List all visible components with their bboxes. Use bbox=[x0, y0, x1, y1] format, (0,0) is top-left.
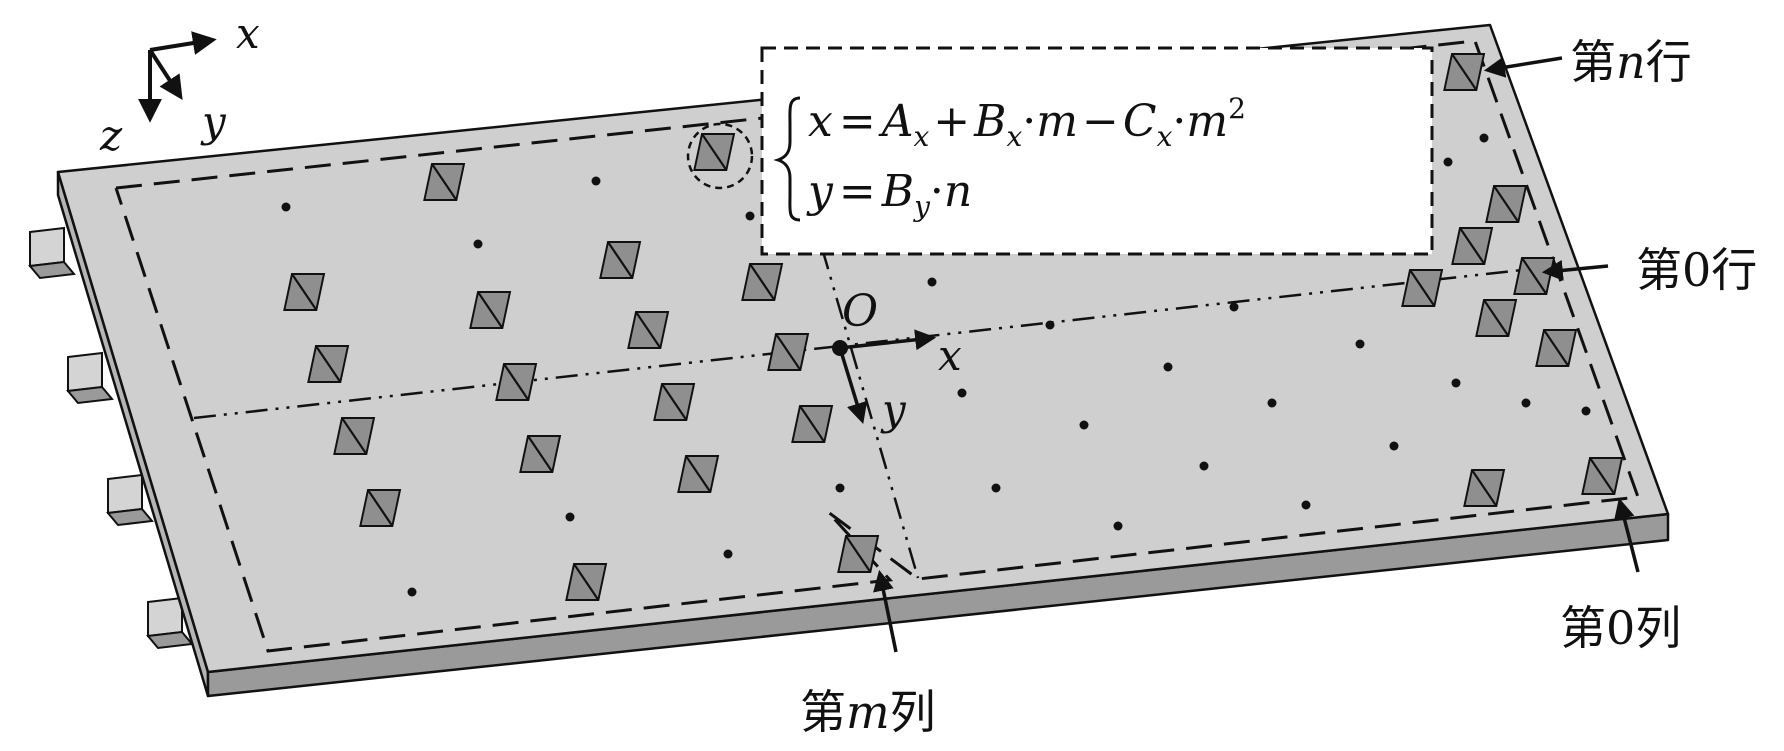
cell-marker bbox=[677, 455, 720, 493]
col-m-arrow bbox=[873, 569, 898, 653]
cell-marker bbox=[1581, 457, 1624, 495]
equation-box: x=Ax+Bx·m−Cx·m2 y=By·n bbox=[760, 46, 1434, 256]
origin-point bbox=[832, 340, 848, 356]
cell-marker bbox=[1535, 329, 1578, 367]
cell-marker bbox=[693, 133, 736, 171]
row-0-label: 第0行 bbox=[1636, 243, 1757, 297]
row-n-label: 第n行 bbox=[1570, 35, 1692, 89]
triad-y-label: y bbox=[200, 97, 227, 146]
x-centerline bbox=[193, 266, 1541, 420]
origin-axes bbox=[838, 329, 937, 425]
cell-marker bbox=[519, 435, 562, 473]
cell-marker bbox=[1463, 469, 1506, 507]
cell-markers bbox=[283, 53, 1624, 601]
cell-marker bbox=[791, 405, 834, 443]
equation-line-2: y=By·n bbox=[806, 166, 972, 223]
cell-marker bbox=[1513, 257, 1556, 295]
cell-marker bbox=[307, 345, 350, 383]
cell-marker bbox=[1443, 53, 1486, 91]
cell-marker bbox=[469, 291, 512, 329]
side-tab bbox=[66, 351, 114, 405]
origin-y-label: y bbox=[880, 385, 907, 434]
curly-brace bbox=[773, 96, 801, 222]
cell-marker bbox=[333, 417, 376, 455]
origin-x-label: x bbox=[938, 331, 962, 380]
cell-marker bbox=[423, 163, 466, 201]
cell-marker bbox=[1451, 227, 1494, 265]
side-tabs bbox=[28, 226, 194, 650]
highlight-circle bbox=[686, 122, 754, 190]
triad-z-label: z bbox=[99, 111, 123, 160]
equation-line-1: x=Ax+Bx·m−Cx·m2 bbox=[808, 92, 1246, 153]
axis-triad bbox=[138, 31, 217, 123]
col-0-arrow bbox=[1614, 497, 1640, 573]
side-tab bbox=[146, 596, 194, 650]
row-n-arrow bbox=[1483, 56, 1563, 78]
cell-marker bbox=[1485, 185, 1528, 223]
col-0-label: 第0列 bbox=[1560, 601, 1681, 655]
cell-marker bbox=[599, 241, 642, 279]
col-m-label: 第m列 bbox=[800, 685, 936, 739]
cell-marker bbox=[283, 273, 326, 311]
triad-x-label: x bbox=[236, 9, 260, 58]
cell-marker bbox=[359, 489, 402, 527]
cell-marker bbox=[1401, 269, 1444, 307]
y-centerline bbox=[820, 247, 920, 579]
cell-marker bbox=[1475, 299, 1518, 337]
origin-label: O bbox=[842, 286, 878, 337]
cell-marker bbox=[653, 383, 696, 421]
cell-marker bbox=[767, 333, 810, 371]
pointer-arrows bbox=[873, 56, 1640, 653]
cell-marker bbox=[837, 535, 880, 573]
row-0-arrow bbox=[1541, 259, 1609, 281]
cell-marker bbox=[565, 563, 608, 601]
side-tab bbox=[106, 473, 154, 527]
origin-y-arrow bbox=[838, 347, 868, 425]
cell-marker bbox=[627, 311, 670, 349]
origin-x-arrow bbox=[839, 329, 937, 351]
cell-marker bbox=[495, 363, 538, 401]
side-tab bbox=[28, 226, 76, 280]
centerlines bbox=[193, 247, 1541, 579]
cell-marker bbox=[741, 263, 784, 301]
